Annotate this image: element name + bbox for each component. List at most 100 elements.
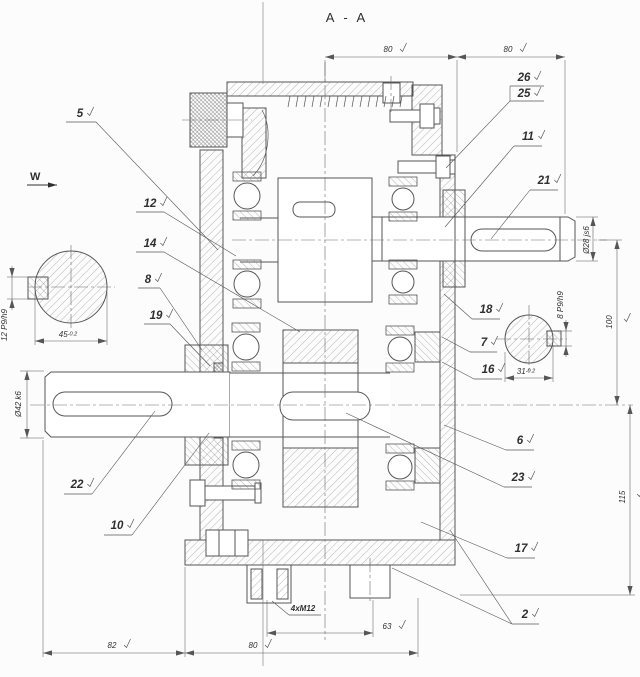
dim-text: Ø28 js6 [582,226,591,255]
leader-line [449,529,513,625]
dim-text: 45-0.2 [59,330,77,339]
dim-text: 80 [504,45,513,54]
bearings [231,171,418,491]
dim-text: 8 P9/h9 [556,291,565,319]
part-label-10: 10 [104,432,210,536]
cover-bolt-2 [397,155,456,179]
leader-line [169,323,211,367]
section-title: A - A [326,10,368,25]
foundation-bolt-boss [246,564,292,604]
dim-text: 115 [618,490,627,503]
leader-line [159,287,203,351]
part-label-18: 18 [443,293,504,320]
ball-bearing [232,259,262,309]
leader-line [345,412,505,488]
leader-line [443,424,507,451]
part-number: 6 [517,435,524,447]
leader-line [131,432,210,536]
side-bolt [189,479,262,507]
part-label-6: 6 [443,424,535,451]
lower-right-bearing-boss [414,331,441,484]
dim-text: 80 [249,641,258,650]
ball-bearing [388,176,418,222]
part-label-11: 11 [444,129,546,228]
part-number: 16 [482,364,495,376]
dim-text: 12 P9/h9 [0,308,9,341]
bolts [189,103,456,557]
leader-line [163,211,237,257]
part-label-2: 2 [391,529,540,625]
view-direction-label: W [30,171,41,183]
part-label-8: 8 [138,272,203,351]
dim-axis-distance: 100 [598,239,631,405]
input-shaft-keyway [52,391,173,417]
ball-bearing [231,322,261,372]
part-label-22: 22 [64,410,156,495]
part-number: 7 [481,337,488,349]
ball-bearing [388,259,418,305]
part-number: 10 [111,520,124,532]
leader-line [441,361,475,380]
dim-text: 82 [108,641,117,650]
leader-line [163,251,301,333]
part-number: 19 [150,310,163,322]
dim-text: 80 [384,45,393,54]
dim-text: 63 [383,622,392,631]
top-stud [382,82,401,104]
part-number: 17 [515,543,528,555]
part-number: 22 [70,479,84,491]
part-label-19: 19 [144,308,211,367]
part-number: 21 [537,175,551,187]
part-number: 12 [144,198,157,210]
part-number: 18 [480,304,493,316]
part-number: 5 [77,108,84,120]
foundation-bosses [246,564,391,604]
dim-top-span-right: 80 [457,42,566,214]
dim-base-63: 63 [266,600,406,637]
ball-bearing [232,171,262,221]
dim-axis-height: 115 [460,405,640,596]
cover-bolt-1 [389,103,441,129]
part-label-14: 14 [136,236,301,333]
dim-text: Ø42 k6 [14,391,23,418]
ball-bearing [385,325,415,373]
part-label-25: 25 [445,86,544,169]
dim-key-flat-left: 45-0.2 [34,292,108,345]
part-label-5: 5 [66,106,219,251]
part-label-17: 17 [420,521,539,559]
part-label-23: 23 [345,412,536,488]
dim-text: 31-0.2 [517,367,535,376]
part-label-7: 7 [441,335,499,353]
dim-output-shaft-dia: Ø28 js6 [576,216,598,262]
dim-top-span-left: 80 [324,42,458,152]
centerlines [28,62,633,640]
ball-bearing [231,440,261,490]
leader-line [490,189,531,240]
dim-key-width-right: 8 P9/h9 [546,291,572,357]
part-number: 11 [522,131,534,143]
part-number: 8 [145,274,152,286]
leader-line [391,567,513,625]
leader-line [443,293,473,320]
view-direction-arrow [27,182,57,188]
shaft-seals [184,344,229,466]
drain-plug [205,529,249,557]
dim-base-80: 80 [184,567,419,657]
dim-text: 100 [605,315,614,329]
part-number: 26 [517,72,531,84]
part-number: 14 [144,238,157,250]
dim-key-width-left: 12 P9/h9 [0,266,30,341]
note-text: 4xM12 [290,604,316,613]
leader-line [95,121,219,251]
dim-input-shaft-dia: Ø42 k6 [14,370,44,439]
part-label-26: 26 [510,70,544,87]
upper-shaft-assembly [240,177,576,303]
dim-key-flat-right: 31-0.2 [504,345,554,382]
note-4xM12: 4xM12 [271,600,321,616]
leader-line [441,336,471,353]
upper-gear-keyway [292,201,336,218]
key-left [27,276,49,300]
leader-line [420,521,508,559]
part-number: 25 [517,88,531,100]
